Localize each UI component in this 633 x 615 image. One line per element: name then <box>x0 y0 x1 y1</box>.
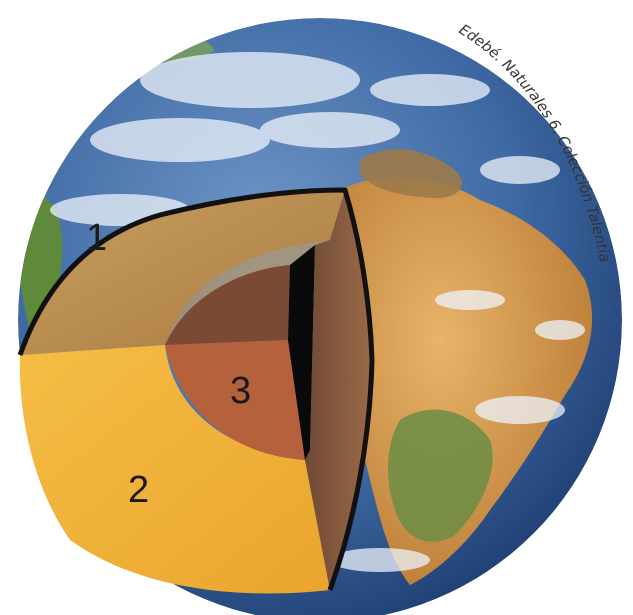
mantle-layer <box>19 345 331 594</box>
crust-layer <box>20 190 345 355</box>
outer-core-top <box>165 265 290 345</box>
label-layer-2: 2 <box>128 469 149 511</box>
inner-core-layer <box>288 245 315 460</box>
wedge-outline <box>17 187 375 591</box>
cutaway-wedge <box>17 187 375 594</box>
label-layer-3: 3 <box>230 370 251 412</box>
label-layer-1: 1 <box>86 217 107 259</box>
outer-core-layer <box>165 340 305 460</box>
europe-landmass <box>360 149 462 199</box>
green-region <box>388 409 493 542</box>
cloud-cover <box>50 52 585 572</box>
